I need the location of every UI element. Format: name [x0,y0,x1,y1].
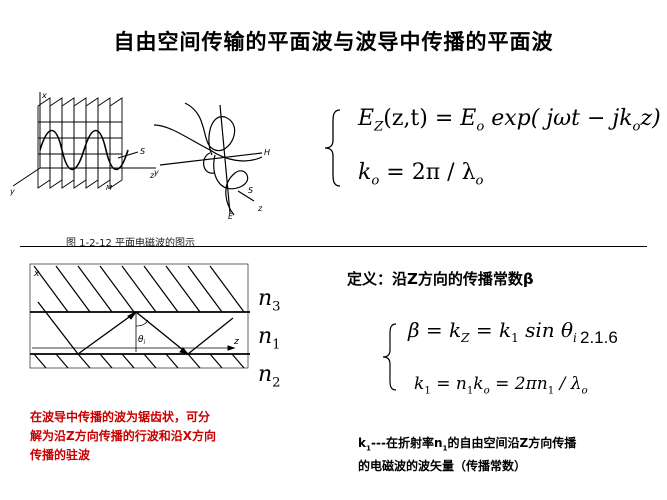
wg-theta: θi [138,335,146,346]
axis-label-y: y [10,187,15,196]
equation-ez: EZ(z,t) = Eo exp( jωt − jkoz) [358,106,661,135]
k1-note: k1---在折射率n1的自由空间沿Z方向传播 的电磁波的波矢量（传播常数） [358,436,577,474]
label-z2: z [257,204,263,213]
plane-wave-sheets-figure: x y z S M [10,91,156,196]
label-s2: S [248,186,253,195]
index-n2: n2 [258,362,281,391]
index-n3: n3 [258,286,281,315]
figure-caption: 图 1-2-12 平面电磁波的图示 [66,238,196,249]
equation-ko: ko = 2π / λo [358,160,484,189]
equation-number: 2.1.6 [580,328,618,347]
waveguide-note: 在波导中传播的波为锯齿状，可分 解为沿Z方向传播的行波和沿X方向 传播的驻波 [30,410,216,462]
brace-top [324,109,341,187]
label-y2: y [153,168,159,177]
equation-k1: k1 = n1ko = 2πn1 / λo [414,374,588,397]
label-e: E [228,212,234,221]
definition-text: 定义：沿Z方向的传播常数β [347,270,534,288]
wg-axis-x: x [33,269,40,279]
index-n1: n1 [258,324,281,353]
axis-label-x: x [41,91,47,100]
em-field-figure: y H S E z [153,102,270,221]
equation-beta: β = kZ = k1 sin θi [408,318,577,345]
label-s: S [140,147,145,156]
brace-bottom [382,323,397,391]
wg-axis-z: z [233,337,239,347]
axis-label-z: z [149,171,155,180]
section-divider [20,246,647,247]
label-m: M [106,184,112,192]
page-title: 自由空间传输的平面波与波导中传播的平面波 [113,30,554,54]
label-h: H [264,148,270,157]
waveguide-figure: x θi z [29,263,250,369]
